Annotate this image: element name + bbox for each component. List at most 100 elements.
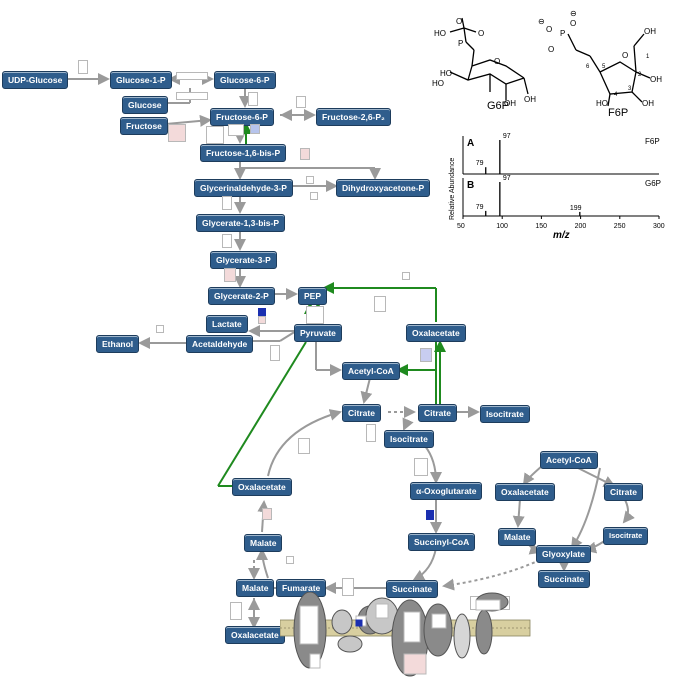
glyox-glyoxylate[interactable]: Glyoxylate: [536, 545, 591, 563]
data-grid: [414, 458, 428, 476]
node-malate-lower[interactable]: Malate: [236, 579, 275, 597]
svg-text:⊖: ⊖: [570, 9, 577, 18]
data-grid: [310, 192, 318, 200]
svg-text:O: O: [548, 45, 554, 54]
node-succinyl-coa[interactable]: Succinyl-CoA: [408, 533, 476, 551]
svg-text:6: 6: [586, 64, 590, 70]
ms-xlabel: m/z: [553, 230, 570, 240]
data-grid: [228, 124, 244, 136]
ms-peak-label: 79: [476, 160, 484, 167]
node-malate-cycle[interactable]: Malate: [244, 534, 283, 552]
node-glyceraldehyde-3p[interactable]: Glycerinaldehyde-3-P: [194, 179, 293, 197]
node-acetaldehyde[interactable]: Acetaldehyde: [186, 335, 254, 353]
node-lactate[interactable]: Lactate: [206, 315, 248, 333]
svg-text:OH: OH: [650, 75, 662, 84]
node-oxalacetate-top[interactable]: Oxalacetate: [406, 324, 466, 342]
glyox-acetyl-coa[interactable]: Acetyl-CoA: [540, 451, 598, 469]
data-grid: [426, 510, 434, 520]
svg-text:4: 4: [614, 92, 618, 98]
ms-peak-label: 199: [570, 205, 582, 212]
node-udp-glucose[interactable]: UDP-Glucose: [2, 71, 69, 89]
ms-ylabel: Relative Abundance: [449, 158, 456, 220]
data-grid: [296, 96, 306, 108]
node-isocitrate[interactable]: Isocitrate: [384, 430, 434, 448]
ms-xtick-label: 200: [575, 223, 587, 230]
data-grid: [402, 272, 410, 280]
data-grid: [176, 72, 208, 80]
data-grid: [78, 60, 88, 74]
data-grid: [248, 92, 258, 106]
ms-xtick-label: 300: [653, 223, 665, 230]
ms-peak-label: 79: [476, 204, 484, 211]
node-isocitrate-out[interactable]: Isocitrate: [480, 405, 530, 423]
g6p-structure-drawing: O P HO O HO HO O OH OH: [432, 17, 536, 108]
node-glycerate-13bp[interactable]: Glycerate-1,3-bis-P: [196, 214, 286, 232]
node-fructose-26p2[interactable]: Fructose-2,6-P₂: [316, 108, 391, 126]
svg-text:O: O: [478, 29, 484, 38]
data-grid: [286, 556, 294, 564]
ms-xtick-label: 250: [614, 223, 626, 230]
data-grid: [306, 176, 314, 184]
node-fructose-16bp[interactable]: Fructose-1,6-bis-P: [200, 144, 287, 162]
svg-text:HO: HO: [440, 69, 452, 78]
ms-peak-label: 97: [503, 175, 511, 182]
glyox-isocitrate[interactable]: Isocitrate: [603, 527, 649, 545]
data-grid: [258, 316, 266, 324]
svg-text:3: 3: [628, 86, 632, 92]
node-oxoglutarate[interactable]: α-Oxoglutarate: [410, 482, 483, 500]
data-grid: [156, 325, 164, 333]
svg-text:HO: HO: [434, 29, 446, 38]
ms-xtick-label: 50: [457, 223, 465, 230]
node-fructose[interactable]: Fructose: [120, 117, 168, 135]
node-glycerate-2p[interactable]: Glycerate-2-P: [208, 287, 275, 305]
node-glycerate-3p[interactable]: Glycerate-3-P: [210, 251, 277, 269]
glyox-oxalacetate[interactable]: Oxalacetate: [495, 483, 555, 501]
data-grid: [300, 148, 310, 160]
glyox-malate[interactable]: Malate: [498, 528, 537, 546]
svg-text:HO: HO: [596, 99, 608, 108]
node-oxalacetate-cycle[interactable]: Oxalacetate: [232, 478, 292, 496]
ms-panel-name: G6P: [645, 179, 661, 188]
svg-text:OH: OH: [504, 99, 516, 108]
node-glucose-1p[interactable]: Glucose-1-P: [110, 71, 172, 89]
node-citrate-left[interactable]: Citrate: [342, 404, 381, 422]
svg-text:P: P: [560, 29, 565, 38]
ms-peak-label: 97: [503, 133, 511, 140]
svg-text:OH: OH: [642, 99, 654, 108]
svg-text:O: O: [622, 51, 628, 60]
data-grid: [168, 124, 186, 142]
node-dhap[interactable]: Dihydroxyacetone-P: [336, 179, 431, 197]
node-oxalacetate-lower[interactable]: Oxalacetate: [225, 626, 285, 644]
node-pyruvate[interactable]: Pyruvate: [294, 324, 342, 342]
node-ethanol[interactable]: Ethanol: [96, 335, 140, 353]
node-glucose[interactable]: Glucose: [122, 96, 168, 114]
glyox-succinate[interactable]: Succinate: [538, 570, 591, 588]
data-grid: [420, 348, 432, 362]
data-grid: [270, 345, 280, 361]
data-grid: [222, 234, 232, 248]
node-succinate[interactable]: Succinate: [386, 580, 439, 598]
svg-text:O: O: [494, 57, 500, 66]
data-grid: [298, 438, 310, 454]
ms-panel-letter: B: [467, 180, 474, 191]
svg-text:P: P: [458, 39, 463, 48]
node-glucose-6p[interactable]: Glucose-6-P: [214, 71, 276, 89]
node-acetyl-coa[interactable]: Acetyl-CoA: [342, 362, 400, 380]
glyox-citrate[interactable]: Citrate: [604, 483, 643, 501]
data-grid: [222, 196, 232, 210]
ms-xtick-label: 100: [496, 223, 508, 230]
svg-text:⊖: ⊖: [538, 17, 545, 26]
data-grid: [258, 308, 266, 316]
svg-text:1: 1: [646, 54, 650, 60]
node-pep[interactable]: PEP: [298, 287, 328, 305]
node-citrate-right[interactable]: Citrate: [418, 404, 457, 422]
ms-xtick-label: 150: [535, 223, 547, 230]
svg-text:O: O: [456, 17, 462, 26]
g6p-label: G6P: [487, 100, 510, 112]
svg-text:OH: OH: [644, 27, 656, 36]
data-grid: [206, 126, 224, 144]
data-grid: [250, 124, 260, 134]
svg-text:2: 2: [638, 72, 642, 78]
svg-text:5: 5: [602, 64, 606, 70]
